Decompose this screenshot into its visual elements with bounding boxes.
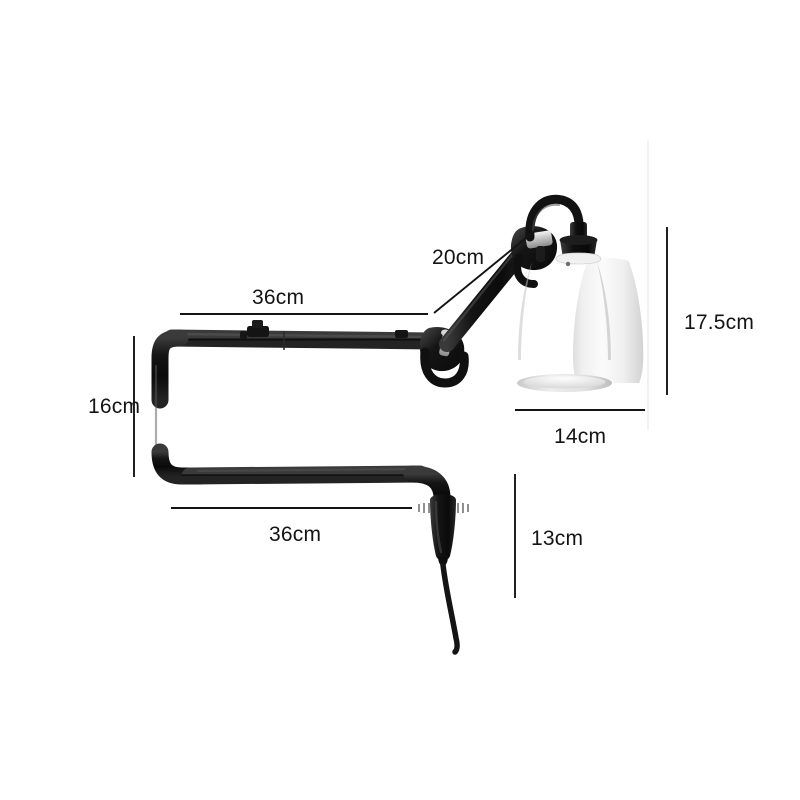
shade-top-cap bbox=[555, 252, 602, 265]
elbow-joint-knuckle bbox=[420, 347, 469, 388]
shade-cord-loop bbox=[525, 194, 584, 242]
mount-strain-relief bbox=[438, 556, 448, 566]
upper-arm-highlight bbox=[176, 332, 426, 339]
upper-arm-collar bbox=[240, 320, 269, 339]
shade-cord-loop-highlight bbox=[532, 203, 560, 232]
mount-cone-body bbox=[430, 494, 456, 561]
dimension-label-lower-arm-length: 36cm bbox=[269, 523, 322, 546]
mount-cone-highlight bbox=[434, 500, 443, 554]
dimension-label-vertical-drop: 16cm bbox=[88, 395, 141, 418]
mount-crossbar-ribs bbox=[418, 503, 469, 513]
lower-arm-highlight bbox=[196, 467, 414, 473]
upper-arm-lug bbox=[395, 330, 408, 338]
power-cord bbox=[440, 562, 460, 655]
dimension-label-upper-arm-length: 36cm bbox=[252, 286, 305, 309]
head-arm-highlight bbox=[442, 237, 527, 342]
lamp-shade bbox=[517, 252, 644, 392]
socket-collar-top bbox=[559, 235, 598, 245]
head-joint-arm-link bbox=[513, 254, 538, 288]
shade-left-shadow bbox=[518, 262, 532, 360]
dimension-label-head-arm-length: 20cm bbox=[432, 246, 485, 269]
head-swivel-joint bbox=[510, 225, 558, 288]
head-joint-screw bbox=[536, 246, 545, 262]
upper-arm-tube bbox=[163, 329, 441, 350]
shade-right-shadow bbox=[597, 262, 611, 360]
dimension-lines bbox=[133, 227, 668, 598]
dimension-line-head-arm-length bbox=[433, 228, 538, 314]
dimension-label-shade-diameter: 14cm bbox=[554, 425, 607, 448]
shade-vent-hole bbox=[565, 261, 571, 267]
wall-mount-bracket bbox=[407, 494, 477, 566]
lamp-arm-assembly bbox=[151, 320, 451, 515]
lower-arm-tube bbox=[181, 465, 429, 485]
dimension-label-shade-height: 17.5cm bbox=[684, 311, 755, 334]
dimension-label-mount-drop: 13cm bbox=[531, 527, 584, 550]
shade-inner-opening bbox=[523, 375, 606, 389]
